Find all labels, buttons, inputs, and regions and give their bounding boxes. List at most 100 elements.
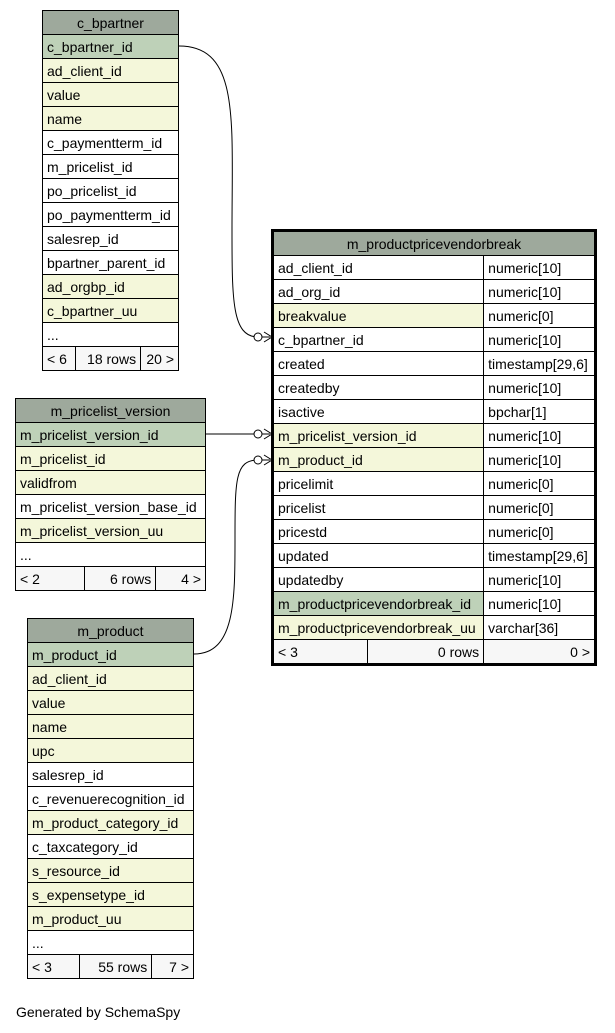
column-row[interactable]: ad_orgbp_id bbox=[42, 274, 179, 299]
column-name[interactable]: updated bbox=[271, 543, 485, 568]
column-name[interactable]: pricelimit bbox=[271, 471, 485, 496]
column-row[interactable]: upc bbox=[27, 738, 194, 763]
column-name[interactable]: m_product_uu bbox=[27, 906, 194, 931]
column-row[interactable]: c_bpartner_id bbox=[42, 34, 179, 59]
column-name[interactable]: upc bbox=[27, 738, 194, 763]
column-name[interactable]: m_pricelist_version_uu bbox=[15, 518, 206, 543]
column-name[interactable]: m_product_id bbox=[271, 447, 485, 472]
column-name[interactable]: m_product_category_id bbox=[27, 810, 194, 835]
column-name[interactable]: ... bbox=[27, 930, 194, 955]
column-name[interactable]: created bbox=[271, 351, 485, 376]
column-name[interactable]: ... bbox=[15, 542, 206, 567]
column-name[interactable]: c_bpartner_uu bbox=[42, 298, 179, 323]
table-title[interactable]: m_productpricevendorbreak bbox=[272, 230, 596, 256]
column-row[interactable]: bpartner_parent_id bbox=[42, 250, 179, 275]
column-name[interactable]: c_bpartner_id bbox=[271, 327, 485, 352]
column-row[interactable]: ... bbox=[42, 322, 179, 347]
column-name[interactable]: m_pricelist_id bbox=[42, 154, 179, 179]
column-row[interactable]: ad_client_id bbox=[42, 58, 179, 83]
column-row[interactable]: ... bbox=[15, 542, 206, 567]
table-title[interactable]: m_product bbox=[27, 618, 194, 643]
column-name[interactable]: c_taxcategory_id bbox=[27, 834, 194, 859]
column-name[interactable]: c_revenuerecognition_id bbox=[27, 786, 194, 811]
table-title[interactable]: c_bpartner bbox=[42, 10, 179, 35]
column-row[interactable]: po_pricelist_id bbox=[42, 178, 179, 203]
column-name[interactable]: name bbox=[42, 106, 179, 131]
column-name[interactable]: name bbox=[27, 714, 194, 739]
column-name[interactable]: c_bpartner_id bbox=[42, 34, 179, 59]
column-name[interactable]: m_productpricevendorbreak_uu bbox=[271, 615, 485, 640]
column-name[interactable]: s_resource_id bbox=[27, 858, 194, 883]
column-row[interactable]: m_pricelist_id bbox=[42, 154, 179, 179]
column-name[interactable]: value bbox=[27, 690, 194, 715]
column-name[interactable]: ad_client_id bbox=[27, 666, 194, 691]
column-name[interactable]: m_pricelist_version_id bbox=[15, 422, 206, 447]
column-name[interactable]: po_pricelist_id bbox=[42, 178, 179, 203]
column-name[interactable]: c_paymentterm_id bbox=[42, 130, 179, 155]
column-row[interactable]: m_product_id bbox=[27, 642, 194, 667]
column-name[interactable]: m_productpricevendorbreak_id bbox=[271, 591, 485, 616]
column-name[interactable]: isactive bbox=[271, 399, 485, 424]
column-row[interactable]: c_bpartner_uu bbox=[42, 298, 179, 323]
column-name[interactable]: validfrom bbox=[15, 470, 206, 495]
column-row[interactable]: s_resource_id bbox=[27, 858, 194, 883]
column-name[interactable]: s_expensetype_id bbox=[27, 882, 194, 907]
column-name[interactable]: m_product_id bbox=[27, 642, 194, 667]
column-row[interactable]: m_pricelist_version_id bbox=[15, 422, 206, 447]
column-name[interactable]: ... bbox=[42, 322, 179, 347]
column-row[interactable]: value bbox=[42, 82, 179, 107]
column-row[interactable]: name bbox=[27, 714, 194, 739]
column-row[interactable]: m_pricelist_version_base_id bbox=[15, 494, 206, 519]
column-row[interactable]: m_product_category_id bbox=[27, 810, 194, 835]
column-name[interactable]: breakvalue bbox=[271, 303, 485, 328]
column-row[interactable]: m_pricelist_id bbox=[15, 446, 206, 471]
column-row[interactable]: salesrep_id bbox=[27, 762, 194, 787]
column-row[interactable]: s_expensetype_id bbox=[27, 882, 194, 907]
column-name[interactable]: createdby bbox=[271, 375, 485, 400]
column-row[interactable]: value bbox=[27, 690, 194, 715]
table-m_pricelist_version[interactable]: m_pricelist_version m_pricelist_version_… bbox=[15, 398, 206, 591]
column-name[interactable]: bpartner_parent_id bbox=[42, 250, 179, 275]
column-row[interactable]: po_paymentterm_id bbox=[42, 202, 179, 227]
column-name[interactable]: m_pricelist_version_base_id bbox=[15, 494, 206, 519]
column-name[interactable]: ad_client_id bbox=[42, 58, 179, 83]
column-name[interactable]: ad_orgbp_id bbox=[42, 274, 179, 299]
column-row[interactable]: c_taxcategory_id bbox=[27, 834, 194, 859]
column-row[interactable]: c_paymentterm_id bbox=[42, 130, 179, 155]
column-row[interactable]: validfrom bbox=[15, 470, 206, 495]
column-name[interactable]: salesrep_id bbox=[27, 762, 194, 787]
column-row[interactable]: ad_client_id bbox=[27, 666, 194, 691]
column-name[interactable]: ad_org_id bbox=[271, 279, 485, 304]
column-row[interactable]: m_product_uu bbox=[27, 906, 194, 931]
column-name[interactable]: updatedby bbox=[271, 567, 485, 592]
column-name[interactable]: po_paymentterm_id bbox=[42, 202, 179, 227]
column-name[interactable]: pricelist bbox=[271, 495, 485, 520]
column-row[interactable]: ... bbox=[27, 930, 194, 955]
column-row[interactable]: salesrep_id bbox=[42, 226, 179, 251]
column-row[interactable]: m_pricelist_version_uu bbox=[15, 518, 206, 543]
column-row[interactable]: name bbox=[42, 106, 179, 131]
column-name[interactable]: m_pricelist_version_id bbox=[271, 423, 485, 448]
column-name[interactable]: value bbox=[42, 82, 179, 107]
table-title[interactable]: m_pricelist_version bbox=[15, 398, 206, 423]
column-name[interactable]: ad_client_id bbox=[271, 255, 485, 280]
column-row[interactable]: c_revenuerecognition_id bbox=[27, 786, 194, 811]
column-name[interactable]: salesrep_id bbox=[42, 226, 179, 251]
